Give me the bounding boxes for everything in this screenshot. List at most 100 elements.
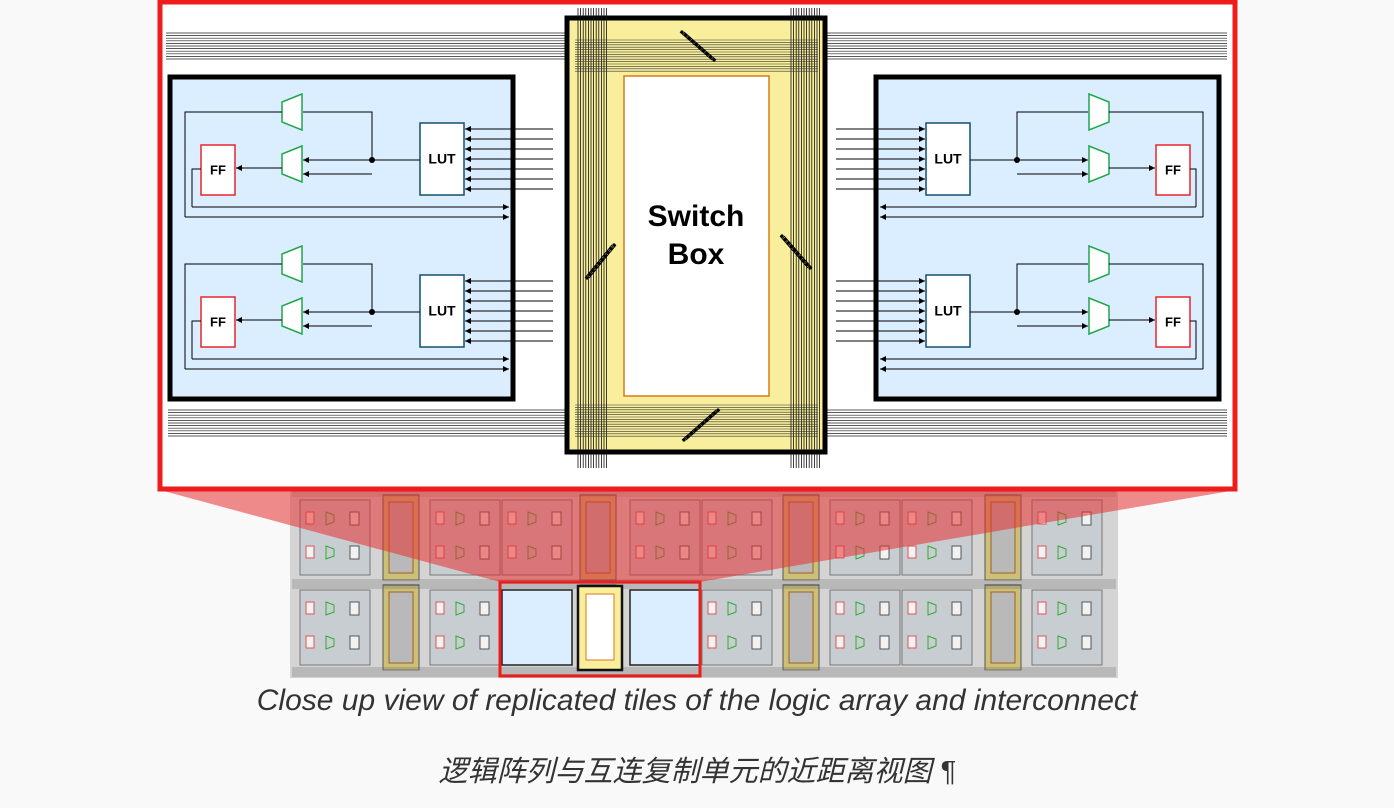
ff-block [200, 144, 236, 196]
highlight-switch-core [585, 593, 615, 661]
mux-icon [281, 144, 303, 184]
switch-diagonal [685, 409, 721, 441]
switch-point [693, 428, 697, 432]
switch-box-core [623, 75, 770, 397]
switch-point [795, 252, 800, 256]
feedback-wire [1109, 111, 1204, 217]
figure-caption-english: Close up view of replicated tiles of the… [256, 684, 1138, 717]
mini-ff [907, 635, 917, 649]
mini-lut [879, 635, 890, 650]
lut-label: LUT [934, 303, 962, 319]
mini-lut [479, 635, 490, 650]
mini-ff [305, 635, 315, 649]
switch-point [682, 438, 686, 442]
switch-diagonal [588, 244, 617, 279]
mini-ff [707, 635, 717, 649]
mini-lut [349, 545, 360, 560]
mux-icon [1088, 144, 1110, 184]
mini-lut [751, 635, 762, 650]
feedback-wire [1190, 320, 1197, 359]
mini-ff [1037, 601, 1047, 615]
switch-diagonal [681, 409, 717, 441]
mux-icon [1088, 244, 1110, 284]
switch-point [588, 272, 592, 276]
switch-point [689, 431, 694, 435]
switch-point [705, 52, 709, 56]
mini-mux-icon [727, 601, 737, 616]
feedback-wire [184, 263, 282, 369]
mini-ff [835, 601, 845, 615]
switch-point [680, 30, 684, 34]
ff-label: FF [210, 162, 226, 177]
mux-icon [281, 92, 303, 132]
mini-mux-icon [325, 635, 335, 650]
switch-diagonal [584, 244, 613, 279]
mini-lut [751, 601, 762, 616]
feedback-wire [191, 168, 201, 207]
switch-point [786, 241, 790, 245]
lut-label: LUT [934, 151, 962, 167]
switch-diagonal [586, 244, 615, 279]
highlight-clb-right [629, 589, 701, 666]
switch-point [603, 254, 607, 258]
mini-mux-icon [455, 601, 465, 616]
switch-point [712, 58, 716, 62]
mini-lut [1081, 545, 1092, 560]
highlight-clb-left [501, 589, 573, 666]
switch-point [591, 269, 595, 273]
lut-block [925, 122, 971, 196]
switch-point [712, 411, 716, 415]
switch-point [683, 33, 688, 37]
mini-mux-icon [855, 601, 865, 616]
mini-switch-core [388, 591, 414, 664]
mini-lut [349, 635, 360, 650]
switch-point [606, 250, 610, 254]
switch-point [691, 39, 695, 43]
mux-input-wire [1016, 111, 1088, 160]
figure-caption-chinese: 逻辑阵列与互连复制单元的近距离视图 ¶ [438, 756, 956, 788]
mini-lut [1081, 601, 1092, 616]
mini-clb-tile [901, 589, 973, 666]
mini-lut [349, 601, 360, 616]
switch-point [600, 258, 604, 262]
ff-block [1155, 144, 1191, 196]
switch-point [612, 243, 616, 247]
feedback-wire [1190, 168, 1197, 207]
ff-block [1155, 296, 1191, 348]
mini-lut [951, 601, 962, 616]
lut-block [419, 122, 465, 196]
feedback-wire [184, 111, 282, 217]
ff-label: FF [210, 314, 226, 329]
mini-mux-icon [1057, 601, 1067, 616]
mini-ff [907, 545, 917, 559]
mini-ff [907, 601, 917, 615]
mux-icon [281, 244, 303, 284]
mini-mux-icon [927, 635, 937, 650]
ff-block [200, 296, 236, 348]
lut-label: LUT [428, 151, 456, 167]
mux-input-wire [303, 263, 373, 312]
mini-clb-tile [429, 589, 501, 666]
switch-point [701, 49, 705, 53]
feedback-wire [191, 320, 201, 359]
switch-point [792, 248, 797, 252]
switch-point [698, 45, 702, 50]
mini-mux-icon [325, 545, 335, 560]
switch-diagonal [681, 31, 715, 61]
switch-point [609, 247, 613, 251]
mini-ff [305, 601, 315, 615]
switch-point [799, 255, 803, 259]
switch-point [597, 261, 601, 265]
mux-icon [1088, 296, 1110, 336]
switch-box-label: Switch [648, 200, 745, 233]
switch-box-label: Box [668, 238, 725, 271]
mini-ff [305, 545, 315, 559]
mini-lut [951, 635, 962, 650]
switch-point [697, 425, 701, 429]
mini-clb-tile [829, 589, 901, 666]
mini-mux-icon [927, 545, 937, 560]
mini-mux-icon [727, 635, 737, 650]
